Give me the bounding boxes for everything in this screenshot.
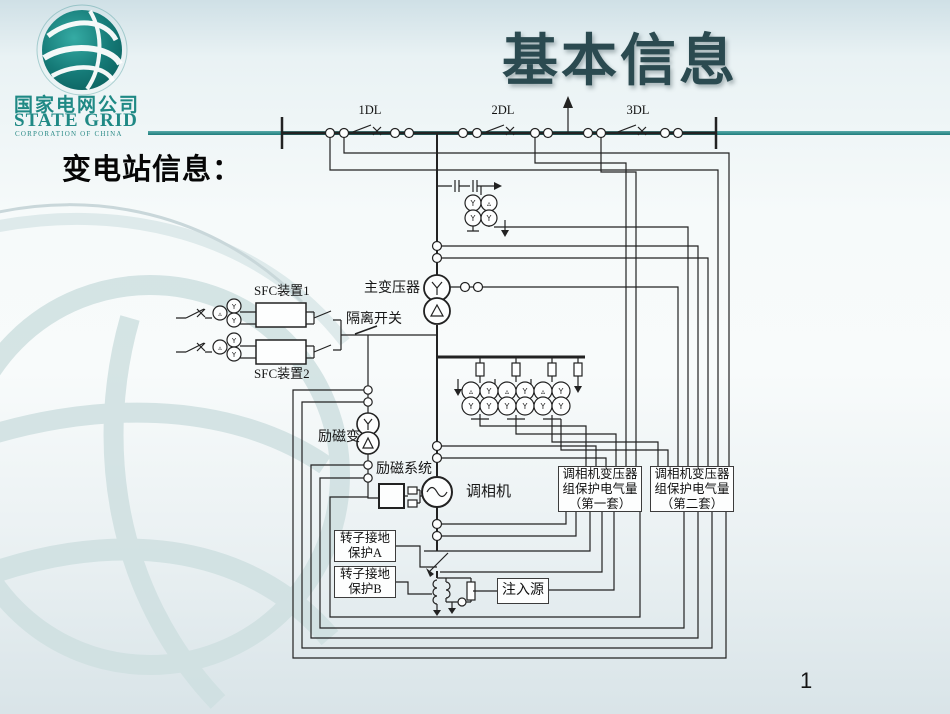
svg-text:Y: Y — [558, 402, 564, 411]
page-title: 基本信息 — [502, 29, 738, 92]
svg-text:Y: Y — [231, 351, 237, 359]
rotor-protection-b-box: 转子接地 保护B — [334, 566, 396, 598]
label-excitation-system: 励磁系统 — [376, 462, 432, 477]
svg-text:Y: Y — [540, 402, 546, 411]
logo-text-cn: 国家电网公司 — [14, 95, 141, 116]
label-sfc2: SFC装置2 — [254, 366, 310, 381]
neutral-circuit — [424, 550, 497, 610]
pt1-arrow — [501, 230, 509, 237]
svg-text:Y: Y — [504, 402, 510, 411]
page-number: 1 — [800, 668, 813, 693]
svg-text:▵: ▵ — [218, 310, 222, 318]
svg-text:Y: Y — [486, 402, 492, 411]
ct-circles — [324, 127, 684, 542]
svg-text:Y: Y — [231, 337, 237, 345]
breaker-label-2dl: 2DL — [491, 103, 515, 117]
svg-text:▵: ▵ — [505, 387, 509, 396]
rotor-protection-a-box: 转子接地 保护A — [334, 530, 396, 562]
protection-set1-box: 调相机变压器 组保护电气量 （第一套） — [558, 466, 642, 512]
svg-text:Y: Y — [468, 402, 474, 411]
breaker-label-1dl: 1DL — [358, 103, 382, 117]
label-disconnector: 隔离开关 — [346, 312, 402, 327]
pt-bus — [437, 355, 585, 420]
condenser-symbol — [421, 476, 453, 508]
logo-text-sub: CORPORATION OF CHINA — [15, 130, 123, 138]
breaker-label-3dl: 3DL — [626, 103, 650, 117]
main-transformer-symbol — [423, 274, 451, 325]
svg-text:Y: Y — [558, 387, 564, 396]
sfc-branch-1 — [176, 298, 332, 328]
state-grid-logo — [36, 4, 128, 96]
svg-text:Y: Y — [470, 199, 476, 208]
disconnector-switch — [333, 319, 437, 351]
svg-text:Y: Y — [231, 303, 237, 311]
injection-source-box: 注入源 — [497, 578, 549, 604]
svg-text:Y: Y — [486, 214, 492, 223]
label-main-transformer: 主变压器 — [364, 281, 420, 296]
subtitle: 变电站信息： — [62, 154, 243, 186]
label-sfc1: SFC装置1 — [254, 283, 310, 298]
svg-text:Y: Y — [522, 387, 528, 396]
pt-cluster-top — [464, 194, 498, 227]
wiring-loops — [292, 389, 727, 659]
svg-text:Y: Y — [470, 214, 476, 223]
busbar — [280, 106, 718, 149]
svg-text:▵: ▵ — [541, 387, 545, 396]
svg-text:▵: ▵ — [469, 387, 473, 396]
bus-feeder-arrow — [563, 96, 573, 108]
svg-text:Y: Y — [522, 402, 528, 411]
pt-clusters — [461, 381, 571, 416]
svg-text:▵: ▵ — [218, 344, 222, 352]
svg-text:Y: Y — [231, 317, 237, 325]
logo-text-en: STATE GRID — [14, 110, 138, 131]
svg-text:Y: Y — [486, 387, 492, 396]
protection-set2-box: 调相机变压器 组保护电气量 （第二套） — [650, 466, 734, 512]
label-excitation-transformer: 励磁变 — [318, 430, 360, 445]
sfc-branch-2 — [176, 332, 332, 365]
ct-pt-signal-wires — [329, 135, 730, 537]
svg-text:▵: ▵ — [487, 199, 491, 208]
cvt-arrow — [494, 182, 502, 190]
label-condenser: 调相机 — [466, 484, 512, 500]
